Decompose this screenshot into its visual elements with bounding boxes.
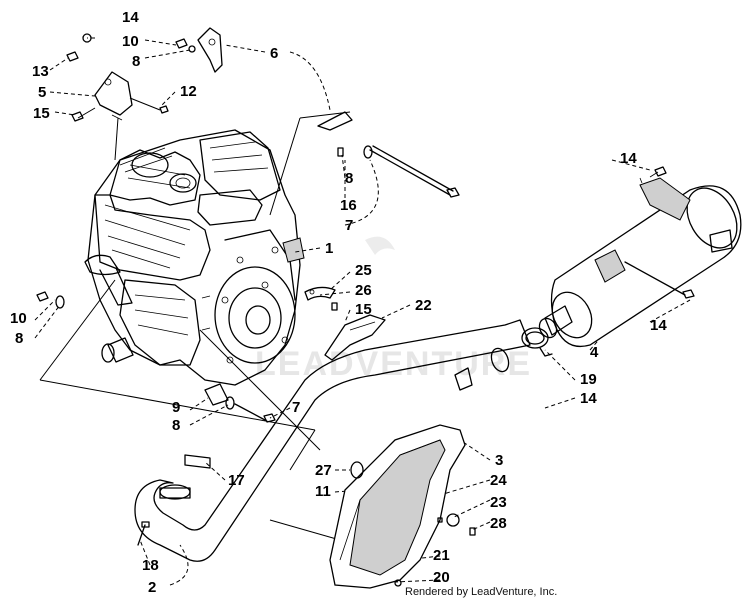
callout-15a: 15 (33, 105, 50, 122)
exhaust-pipe-2 (134, 319, 531, 562)
callout-25: 25 (355, 262, 372, 279)
callout-22: 22 (415, 297, 432, 314)
callout-10a: 10 (122, 33, 139, 50)
callout-14d: 14 (580, 390, 597, 407)
callout-10b: 10 (10, 310, 27, 327)
leader-lines (34, 37, 691, 586)
callout-6: 6 (270, 45, 278, 62)
reference-lines (39, 111, 351, 541)
callout-13: 13 (32, 63, 49, 80)
callout-8a: 8 (132, 53, 140, 70)
callout-3: 3 (495, 452, 503, 469)
heat-shield-3 (329, 424, 466, 589)
callout-20: 20 (433, 569, 450, 586)
hardware-bottom (350, 461, 476, 587)
bracket-5 (94, 71, 133, 121)
callout-18: 18 (142, 557, 159, 574)
bracket-6 (197, 27, 223, 73)
credit-text: Rendered by LeadVenture, Inc. (405, 586, 557, 598)
callout-8d: 8 (172, 417, 180, 434)
callout-9: 9 (172, 399, 180, 416)
callout-24: 24 (490, 472, 507, 489)
callout-14b: 14 (620, 150, 637, 167)
watermark-logo: LEADVENTURE (255, 236, 532, 383)
callout-7a: 7 (345, 217, 353, 234)
callout-5: 5 (38, 84, 46, 101)
callout-2: 2 (148, 579, 156, 596)
clamp-19 (521, 327, 553, 357)
callout-14a: 14 (122, 9, 139, 26)
engine-assembly (84, 129, 305, 386)
callout-21: 21 (433, 547, 450, 564)
callout-23: 23 (490, 494, 507, 511)
callout-8c: 8 (15, 330, 23, 347)
muffler-4 (538, 166, 742, 348)
callout-14c: 14 (650, 317, 667, 334)
callout-27: 27 (315, 462, 332, 479)
callout-11: 11 (315, 483, 331, 500)
hardware-top (36, 33, 460, 423)
callout-8b: 8 (345, 170, 353, 187)
callout-19: 19 (580, 371, 597, 388)
callout-1: 1 (325, 240, 333, 257)
callout-15b: 15 (355, 301, 372, 318)
callout-26: 26 (355, 282, 372, 299)
callout-7b: 7 (292, 399, 300, 416)
wire-bracket-22 (324, 314, 386, 361)
callout-12: 12 (180, 83, 197, 100)
callout-labels: 14 10 8 6 13 5 12 15 8 16 7 14 1 25 26 1… (10, 9, 667, 596)
bracket-6b (317, 111, 353, 131)
callout-16: 16 (340, 197, 357, 214)
callout-4: 4 (590, 344, 599, 361)
watermark-text: LEADVENTURE (255, 345, 532, 383)
callout-28: 28 (490, 515, 507, 532)
sensor-25-26 (304, 286, 338, 311)
callout-17: 17 (228, 472, 245, 489)
